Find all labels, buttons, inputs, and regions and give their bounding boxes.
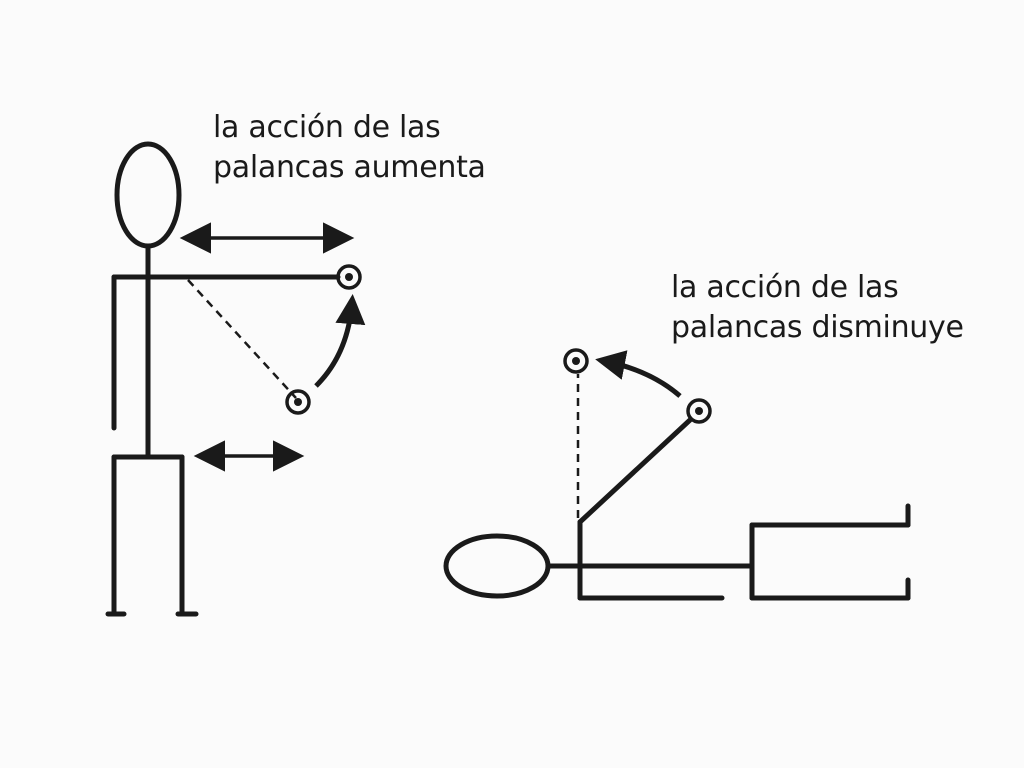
standing-figure-head <box>114 141 182 249</box>
lying-figure-raised-arm <box>577 417 693 525</box>
lying-figure-curved-arrow <box>595 350 682 398</box>
standing-figure-dashed-arm <box>187 279 297 399</box>
standing-figure <box>105 141 341 617</box>
caption-lever-increases: la acción de las palancas aumenta <box>213 108 486 188</box>
standing-figure-curved-arrow <box>314 294 366 388</box>
caption-lever-decreases: la acción de las palancas disminuye <box>671 268 964 348</box>
caption-lever-decreases-line-1: la acción de las <box>671 270 899 305</box>
lying-figure-hand-vertical <box>563 348 589 374</box>
lying-figure-hand-diagonal <box>686 398 712 424</box>
lying-figure <box>443 417 911 601</box>
standing-figure-hand-lowered <box>285 389 311 415</box>
lying-figure-head <box>443 533 551 599</box>
caption-lever-increases-line-1: la acción de las <box>213 110 441 145</box>
caption-lever-decreases-line-2: palancas disminuye <box>671 310 964 345</box>
standing-figure-hand-raised <box>336 264 362 290</box>
caption-lever-increases-line-2: palancas aumenta <box>213 150 486 185</box>
